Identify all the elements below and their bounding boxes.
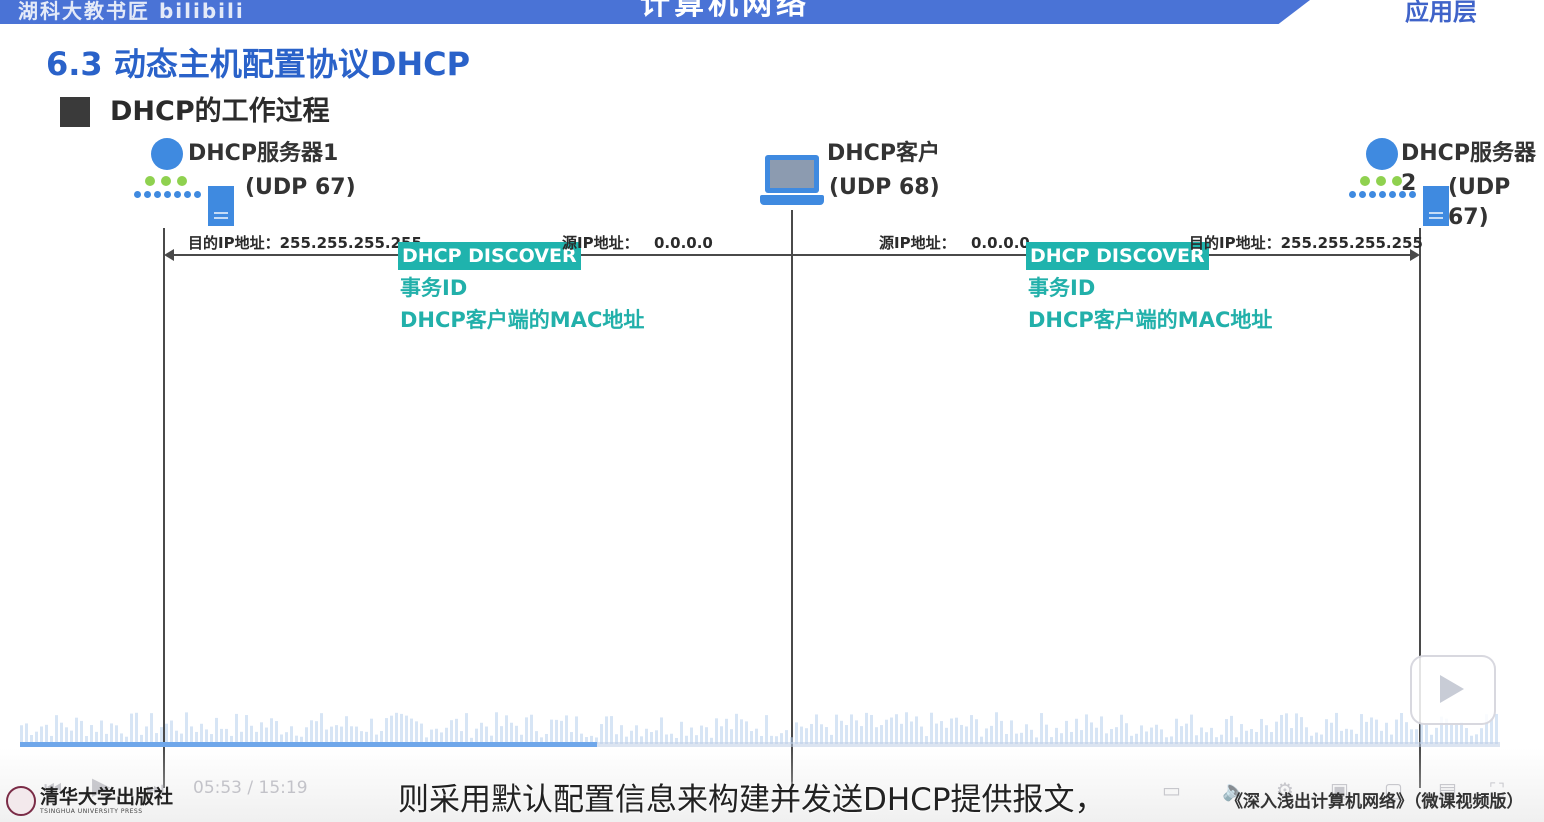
layer-tag: 应用层: [1405, 0, 1477, 26]
client-name: DHCP客户: [827, 141, 940, 166]
slide-subheading: DHCP的工作过程: [110, 96, 330, 127]
time-display: 05:53 / 15:19: [193, 778, 308, 798]
top-banner: [0, 0, 1310, 24]
right-dst-ip: 目的IP地址：255.255.255.255: [1189, 234, 1423, 252]
bullet-square: [60, 97, 90, 127]
video-subtitle: 则采用默认配置信息来构建并发送DHCP提供报文，: [398, 782, 1106, 818]
server2-timeline: [1419, 228, 1421, 788]
server1-name: DHCP服务器1: [188, 141, 339, 166]
settings-gear-icon[interactable]: ⚙: [1276, 778, 1294, 802]
server1-port: (UDP 67): [245, 175, 356, 200]
client-port: (UDP 68): [829, 175, 940, 200]
prev-icon[interactable]: ⏮: [44, 776, 62, 800]
big-play-icon: [1440, 675, 1464, 703]
play-icon[interactable]: ▶: [92, 772, 111, 800]
next-icon[interactable]: ⏭: [146, 776, 164, 800]
publisher-name: 清华大学出版社: [40, 786, 174, 808]
publisher-name-en: TSINGHUA UNIVERSITY PRESS: [40, 808, 143, 815]
arrowhead-left: [164, 249, 174, 261]
volume-icon[interactable]: 🔈: [1222, 778, 1247, 802]
left-field-client-mac: DHCP客户端的MAC地址: [400, 308, 645, 332]
book-title: 《深入浅出计算机网络》（微课视频版）: [1226, 792, 1524, 812]
server1-timeline: [163, 228, 165, 788]
server2-name: DHCP服务器2: [1401, 141, 1536, 196]
left-field-transaction-id: 事务ID: [400, 276, 468, 300]
left-discover-label: DHCP DISCOVER: [398, 242, 581, 270]
server2-icon: [1349, 138, 1453, 228]
server2-port: (UDP 67): [1448, 175, 1511, 230]
right-src-label: 源IP地址：: [879, 234, 956, 252]
fullscreen-icon[interactable]: ⛶: [1490, 778, 1504, 802]
left-dst-ip: 目的IP地址：255.255.255.255: [188, 234, 422, 252]
picture-in-picture-icon[interactable]: ▣: [1330, 778, 1349, 802]
right-field-client-mac: DHCP客户端的MAC地址: [1028, 308, 1273, 332]
banner-watermark: 湖科大教书匠 bilibili: [18, 0, 245, 23]
webfullscreen-icon[interactable]: ▤: [1438, 778, 1457, 802]
big-play-button[interactable]: [1410, 655, 1496, 725]
widescreen-icon[interactable]: ▢: [1384, 778, 1403, 802]
left-src-label: 源IP地址：: [562, 234, 639, 252]
progress-fill: [20, 742, 598, 747]
player-bottom-shade: [0, 748, 1544, 822]
right-discover-label: DHCP DISCOVER: [1026, 242, 1209, 270]
slide-heading: 6.3 动态主机配置协议DHCP: [46, 45, 471, 83]
progress-bar[interactable]: [20, 742, 1500, 747]
arrowhead-right: [1410, 249, 1420, 261]
client-timeline: [791, 210, 793, 790]
left-src-value: 0.0.0.0: [654, 234, 713, 252]
laptop-icon: [760, 155, 824, 209]
publisher-seal-icon: [6, 786, 36, 816]
banner-title: 计算机网络: [640, 0, 810, 22]
server1-icon: [134, 138, 238, 228]
right-field-transaction-id: 事务ID: [1028, 276, 1096, 300]
audio-waveform: [20, 712, 1498, 744]
danmaku-toggle-icon[interactable]: ▭: [1162, 778, 1181, 802]
right-src-value: 0.0.0.0: [971, 234, 1030, 252]
